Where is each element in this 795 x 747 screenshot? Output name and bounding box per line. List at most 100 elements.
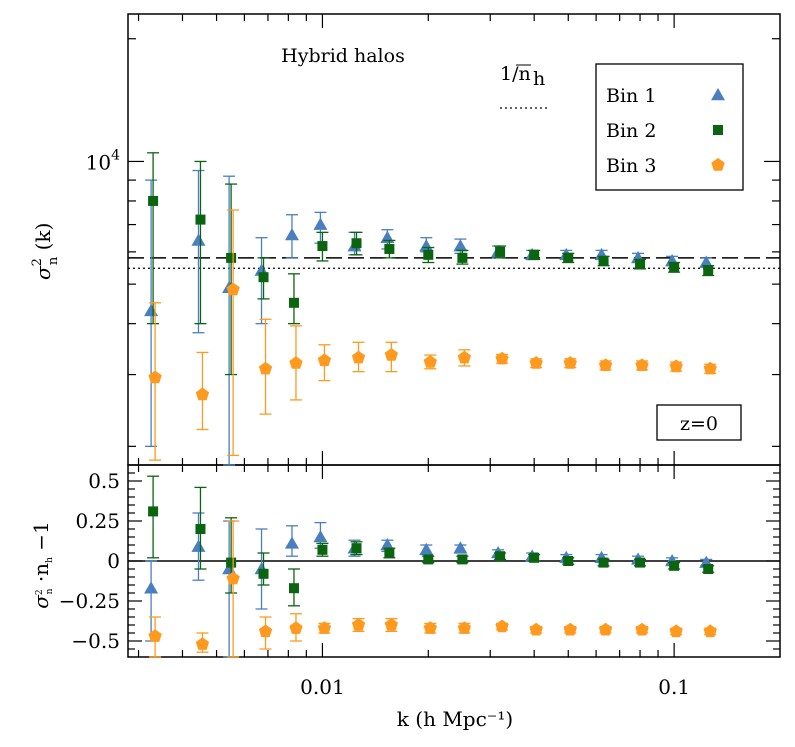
bottom-y-tick-label: −0.5 xyxy=(71,629,120,653)
bottom-point-pentagon xyxy=(195,637,210,650)
chart-title: Hybrid halos xyxy=(281,45,405,67)
top-point-pentagon xyxy=(495,351,509,365)
x-axis-label: k (h Mpc⁻¹) xyxy=(397,707,513,731)
bottom-ylabel-sup: 2 xyxy=(35,589,45,595)
top-point-triangle xyxy=(453,239,468,252)
top-point-pentagon xyxy=(563,356,577,369)
bottom-point-triangle xyxy=(419,542,434,556)
top-ylabel-symbol: σ xyxy=(31,265,55,280)
legend: Bin 1 Bin 2 Bin 3 xyxy=(595,63,744,191)
bottom-point-pentagon xyxy=(384,618,398,631)
bottom-point-triangle xyxy=(144,581,159,594)
top-ylabel-tail: (k) xyxy=(31,223,55,257)
top-point-triangle xyxy=(191,233,206,246)
bottom-point-pentagon xyxy=(148,629,162,642)
top-point-pentagon xyxy=(423,355,437,368)
top-point-pentagon xyxy=(669,359,683,373)
top-point-triangle xyxy=(313,217,328,230)
top-point-triangle xyxy=(699,255,714,268)
bottom-point-square xyxy=(635,557,646,568)
top-point-pentagon xyxy=(195,387,210,401)
top-y-tick-label: 104 xyxy=(86,147,120,174)
top-point-square xyxy=(351,238,362,249)
bottom-point-pentagon xyxy=(317,621,332,634)
bottom-point-pentagon xyxy=(351,618,366,631)
bottom-point-square xyxy=(457,554,468,565)
bottom-point-pentagon xyxy=(703,624,717,638)
bottom-point-square xyxy=(258,568,269,579)
bottom-y-tick-label: 0.25 xyxy=(75,509,120,533)
bottom-series-group xyxy=(144,475,717,658)
top-point-square xyxy=(635,259,646,270)
bottom-point-square xyxy=(226,557,237,568)
top-ylabel-sub: n xyxy=(46,256,61,265)
top-point-pentagon xyxy=(148,370,162,384)
top-point-triangle xyxy=(380,230,395,243)
bottom-point-square xyxy=(529,552,540,563)
bottom-point-square xyxy=(598,557,609,568)
top-point-square xyxy=(226,252,237,263)
top-point-square xyxy=(195,214,206,225)
bottom-point-pentagon xyxy=(563,622,577,636)
bottom-ylabel-nh-sub: h xyxy=(45,557,55,563)
bottom-point-square xyxy=(351,543,362,554)
x-tick-label: 0.01 xyxy=(300,675,345,699)
top-point-square xyxy=(457,252,468,263)
bottom-point-pentagon xyxy=(598,622,613,636)
bottom-ylabel-tail: −1 xyxy=(29,521,53,557)
bottom-point-triangle xyxy=(380,538,395,551)
legend-markers xyxy=(711,88,725,171)
bottom-point-square xyxy=(148,506,159,517)
bottom-point-pentagon xyxy=(529,622,543,636)
bottom-point-pentagon xyxy=(423,621,437,634)
bottom-point-triangle xyxy=(284,536,299,549)
bottom-point-pentagon xyxy=(226,571,240,585)
top-point-pentagon xyxy=(317,353,332,367)
bottom-point-square xyxy=(317,544,328,555)
top-point-square xyxy=(288,297,299,308)
top-point-square xyxy=(148,195,159,206)
top-point-triangle xyxy=(284,227,299,241)
top-point-square xyxy=(669,262,680,273)
top-point-pentagon xyxy=(598,358,613,371)
top-point-square xyxy=(317,241,328,252)
bottom-point-triangle xyxy=(453,541,468,554)
bottom-ylabel-sub: n xyxy=(45,588,55,594)
top-reference-lines xyxy=(128,257,780,269)
top-point-pentagon xyxy=(457,350,471,364)
top-point-square xyxy=(423,249,434,260)
top-point-pentagon xyxy=(258,361,273,375)
top-point-pentagon xyxy=(635,358,649,371)
top-point-pentagon xyxy=(351,350,366,364)
top-ylabel-sup: 2 xyxy=(30,258,45,266)
legend-marker-square xyxy=(713,125,723,135)
inverse-density-label-sub: h xyxy=(533,68,545,90)
top-point-pentagon xyxy=(226,282,240,296)
top-point-square xyxy=(258,272,269,283)
legend-label-bin3: Bin 3 xyxy=(606,155,656,177)
bottom-point-pentagon xyxy=(258,624,273,638)
top-point-square xyxy=(384,243,395,254)
bottom-point-square xyxy=(288,583,299,594)
bottom-point-square xyxy=(669,560,680,571)
bottom-y-tick-label: 0 xyxy=(107,549,120,573)
legend-marker-triangle xyxy=(711,88,725,101)
bottom-y-tick-label: −0.25 xyxy=(59,589,120,613)
top-point-triangle xyxy=(144,303,159,317)
bottom-point-square xyxy=(703,564,714,574)
bottom-point-pentagon xyxy=(669,624,683,638)
top-y-axis-label: σ2n (k) xyxy=(30,223,61,280)
top-point-pentagon xyxy=(384,348,398,361)
redshift-annotation: z=0 xyxy=(656,404,742,441)
top-y-axis-label-text: σ2n (k) xyxy=(30,223,61,280)
top-point-square xyxy=(563,252,574,263)
top-y-tick-base: 10 xyxy=(86,150,111,174)
top-point-square xyxy=(529,249,540,260)
top-point-triangle xyxy=(419,239,434,252)
bottom-point-square xyxy=(495,551,506,562)
bottom-point-square xyxy=(195,524,206,534)
bottom-point-pentagon xyxy=(635,622,649,636)
bottom-y-tick-label: 0.5 xyxy=(88,469,120,493)
